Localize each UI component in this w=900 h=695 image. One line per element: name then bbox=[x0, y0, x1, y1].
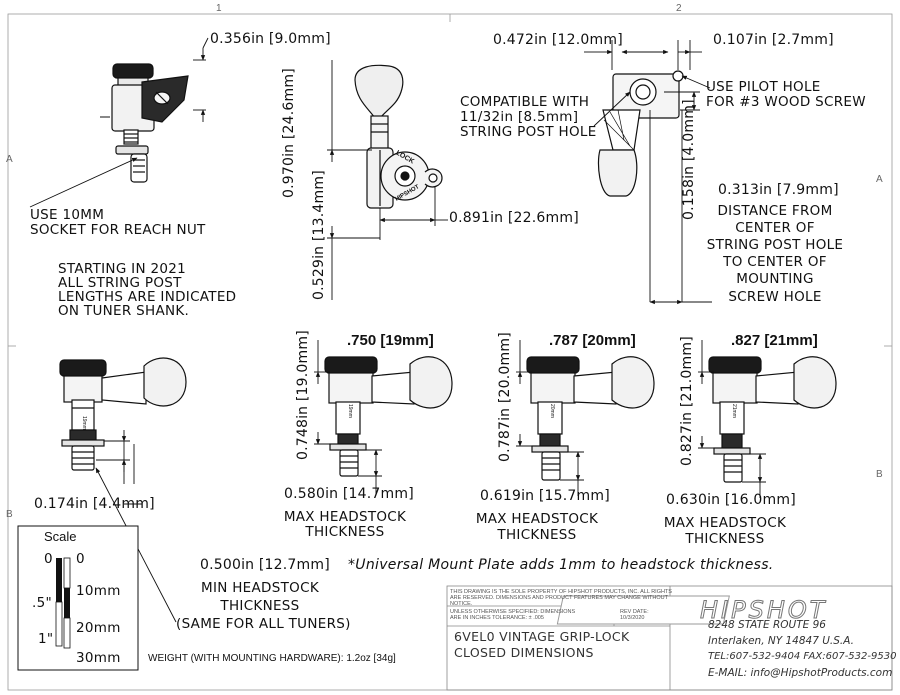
weight-note: WEIGHT (WITH MOUNTING HARDWARE): 1.2oz [… bbox=[148, 653, 396, 664]
variant-2-label2: THICKNESS bbox=[497, 527, 577, 543]
socket-note-line2: SOCKET FOR REACH NUT bbox=[30, 222, 206, 238]
scale-10mm: 10mm bbox=[76, 583, 121, 599]
variant-3-post-dim: 0.827in [21.0mm] bbox=[679, 336, 695, 466]
variant-3-label2: THICKNESS bbox=[685, 531, 765, 547]
scale-zero-inch: 0 bbox=[44, 551, 53, 567]
dim-0158: 0.158in [4.0mm] bbox=[681, 99, 697, 220]
variant-1-label2: THICKNESS bbox=[305, 524, 385, 540]
variant-3-shank-marking: 21mm bbox=[731, 404, 737, 418]
tuner-rear-view bbox=[597, 70, 684, 197]
min-headstock-line1: MIN HEADSTOCK bbox=[201, 580, 319, 596]
compat-note-line2: 11/32in [8.5mm] bbox=[460, 109, 579, 125]
variant-3-headstock-dim: 0.630in [16.0mm] bbox=[666, 492, 796, 508]
dim-0529: 0.529in [13.4mm] bbox=[311, 170, 327, 300]
starting-note-line2: ALL STRING POST bbox=[58, 275, 182, 291]
min-headstock-line2: THICKNESS bbox=[220, 598, 300, 614]
starting-note-line3: LENGTHS ARE INDICATED bbox=[58, 289, 237, 305]
scale-20mm: 20mm bbox=[76, 620, 121, 636]
variant-2-header: .787 [20mm] bbox=[549, 332, 636, 349]
variant-2-shank-marking: 20mm bbox=[549, 404, 555, 418]
dim-0356-lines bbox=[193, 37, 209, 122]
variant-1-label1: MAX HEADSTOCK bbox=[283, 509, 407, 525]
zone-right-b: B bbox=[876, 469, 883, 480]
distance-line3: STRING POST HOLE bbox=[706, 237, 844, 253]
min-headstock-value: 0.500in [12.7mm] bbox=[200, 557, 330, 573]
pilot-note-line2: FOR #3 WOOD SCREW bbox=[706, 94, 866, 110]
variant-2-post-dim: 0.787in [20.0mm] bbox=[497, 332, 513, 462]
phone-fax: TEL:607-532-9404 FAX:607-532-9530 bbox=[708, 651, 897, 662]
legal-line1: THIS DRAWING IS THE SOLE PROPERTY OF HIP… bbox=[450, 589, 672, 595]
hipshot-logo: HIPSHOT bbox=[700, 596, 827, 624]
tolerance-line2: ARE IN INCHES TOLERANCE: ± .005 bbox=[450, 615, 544, 621]
variant-3-label1: MAX HEADSTOCK bbox=[663, 515, 787, 531]
distance-line2: CENTER OF bbox=[735, 220, 815, 236]
socket-leader bbox=[29, 157, 138, 208]
left-shank-marking: 19mm bbox=[81, 416, 87, 430]
compat-note-line3: STRING POST HOLE bbox=[460, 124, 597, 140]
title-block-logo: HIPSHOT bbox=[556, 595, 827, 625]
dim-0970: 0.970in [24.6mm] bbox=[281, 68, 297, 198]
scale-box bbox=[17, 525, 139, 671]
scale-30mm: 30mm bbox=[76, 650, 121, 666]
dim-0891: 0.891in [22.6mm] bbox=[449, 210, 579, 226]
universal-mount-note: *Universal Mount Plate adds 1mm to heads… bbox=[348, 557, 774, 573]
email: E-MAIL: info@HipshotProducts.com bbox=[708, 667, 893, 679]
pilot-note-line1: USE PILOT HOLE bbox=[706, 79, 821, 95]
distance-line5: MOUNTING bbox=[736, 271, 814, 287]
address-line2: Interlaken, NY 14847 U.S.A. bbox=[708, 635, 854, 647]
distance-line4: TO CENTER OF bbox=[723, 254, 827, 270]
distance-value: 0.313in [7.9mm] bbox=[718, 182, 839, 198]
scale-one-inch: 1" bbox=[38, 631, 54, 647]
scale-title: Scale bbox=[44, 529, 77, 544]
rev-date-value: 10/3/2020 bbox=[620, 615, 645, 621]
dim-rear-lines bbox=[584, 40, 712, 305]
variant-1-post-dim: 0.748in [19.0mm] bbox=[295, 330, 311, 460]
zone-left-a: A bbox=[6, 154, 13, 165]
starting-note-line4: ON TUNER SHANK. bbox=[58, 303, 190, 319]
variant-1-header: .750 [19mm] bbox=[347, 332, 434, 349]
zone-top-2: 2 bbox=[676, 3, 682, 14]
scale-half-inch: .5" bbox=[32, 595, 52, 611]
zone-left-b: B bbox=[6, 509, 13, 520]
min-headstock-line3: (SAME FOR ALL TUNERS) bbox=[176, 616, 351, 632]
legal-line3: NOTICE. bbox=[450, 601, 473, 607]
compat-note-line1: COMPATIBLE WITH bbox=[460, 94, 590, 110]
tuner-front-view bbox=[354, 64, 443, 240]
socket-note-line1: USE 10MM bbox=[30, 207, 105, 223]
distance-line1: DISTANCE FROM bbox=[717, 203, 833, 219]
address-line1: 8248 STATE ROUTE 96 bbox=[708, 619, 826, 631]
distance-line6: SCREW HOLE bbox=[728, 289, 822, 305]
dim-0472: 0.472in [12.0mm] bbox=[493, 32, 623, 48]
rev-date-label: REV DATE: bbox=[620, 609, 649, 615]
variant-1-shank-marking: 19mm bbox=[347, 404, 353, 418]
variant-2-label1: MAX HEADSTOCK bbox=[475, 511, 599, 527]
tolerance-line1: UNLESS OTHERWISE SPECIFIED: DIMENSIONS bbox=[450, 609, 576, 615]
starting-note-line1: STARTING IN 2021 bbox=[58, 261, 187, 277]
dim-0107: 0.107in [2.7mm] bbox=[713, 32, 834, 48]
variant-1-headstock-dim: 0.580in [14.7mm] bbox=[284, 486, 414, 502]
drawing-title-line2: CLOSED DIMENSIONS bbox=[454, 645, 594, 660]
variant-tuner-2 bbox=[526, 356, 655, 481]
tuner-left-profile bbox=[59, 357, 187, 471]
tuner-side-view bbox=[100, 63, 189, 183]
variant-3-header: .827 [21mm] bbox=[731, 332, 818, 349]
variant-tuner-1 bbox=[324, 356, 453, 477]
zone-right-a: A bbox=[876, 174, 883, 185]
dim-0174: 0.174in [4.4mm] bbox=[34, 496, 155, 512]
drawing-title-line1: 6VEL0 VINTAGE GRIP-LOCK bbox=[454, 629, 630, 644]
dim-variant-lines bbox=[314, 340, 766, 498]
legal-line2: ARE RESERVED. DIMENSIONS AND PRODUCT FEA… bbox=[450, 595, 668, 601]
dim-0356: 0.356in [9.0mm] bbox=[210, 31, 331, 47]
variant-2-headstock-dim: 0.619in [15.7mm] bbox=[480, 488, 610, 504]
zone-top-1: 1 bbox=[216, 3, 222, 14]
scale-zero-mm: 0 bbox=[76, 551, 85, 567]
dim-front-lines bbox=[327, 60, 448, 300]
variant-tuner-3 bbox=[708, 356, 837, 483]
